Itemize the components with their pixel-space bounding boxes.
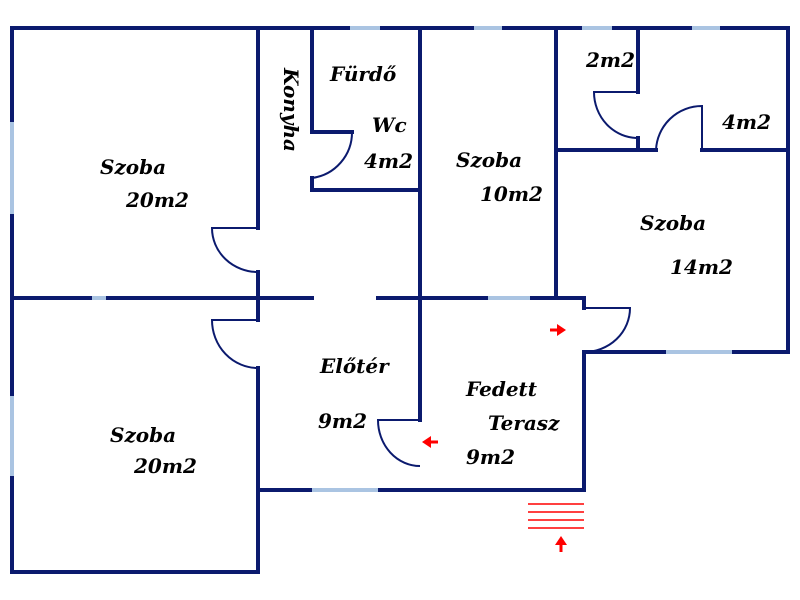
stairs-icon (528, 503, 584, 529)
bathroom-wall-left-top (310, 26, 354, 134)
room-top-left-area: 20m2 (125, 188, 189, 212)
wc-label: Wc (372, 113, 407, 137)
terrace-area: 9m2 (466, 445, 515, 469)
kitchen-label: Konyha (279, 67, 303, 152)
bathroom-label: Fürdő (329, 62, 397, 86)
arrow-right-icon (550, 324, 566, 336)
room-top-left-name: Szoba (100, 155, 166, 179)
room-bottom-left-name: Szoba (110, 423, 176, 447)
terrace-name-line2: Terasz (488, 411, 560, 435)
door-small-2 (592, 91, 639, 139)
walls (10, 26, 790, 574)
room-bottom-left-area: 20m2 (133, 454, 197, 478)
room-right-area: 14m2 (670, 255, 733, 279)
arrow-up-icon (555, 536, 567, 552)
outer-wall-right (582, 26, 790, 354)
bathroom-wall-left-bottom (310, 176, 422, 192)
door-small-4 (655, 104, 703, 151)
windows (10, 26, 732, 492)
small-room-4-area: 4m2 (722, 110, 771, 134)
small-room-2-area: 2m2 (585, 48, 635, 72)
doors (210, 91, 703, 467)
wc-area: 4m2 (364, 149, 413, 173)
door-hall-terrace (376, 419, 421, 467)
hall-name: Előtér (319, 354, 390, 378)
door-top-left-room (210, 227, 259, 273)
door-right-room (583, 307, 632, 353)
room-middle-name: Szoba (456, 148, 522, 172)
hall-area: 9m2 (318, 409, 367, 433)
arrow-left-icon (422, 436, 438, 448)
room-right-name: Szoba (640, 211, 706, 235)
door-wc (311, 131, 354, 179)
door-bottom-left-room (210, 319, 259, 369)
terrace-name-line1: Fedett (465, 377, 538, 401)
room-middle-area: 10m2 (480, 182, 543, 206)
